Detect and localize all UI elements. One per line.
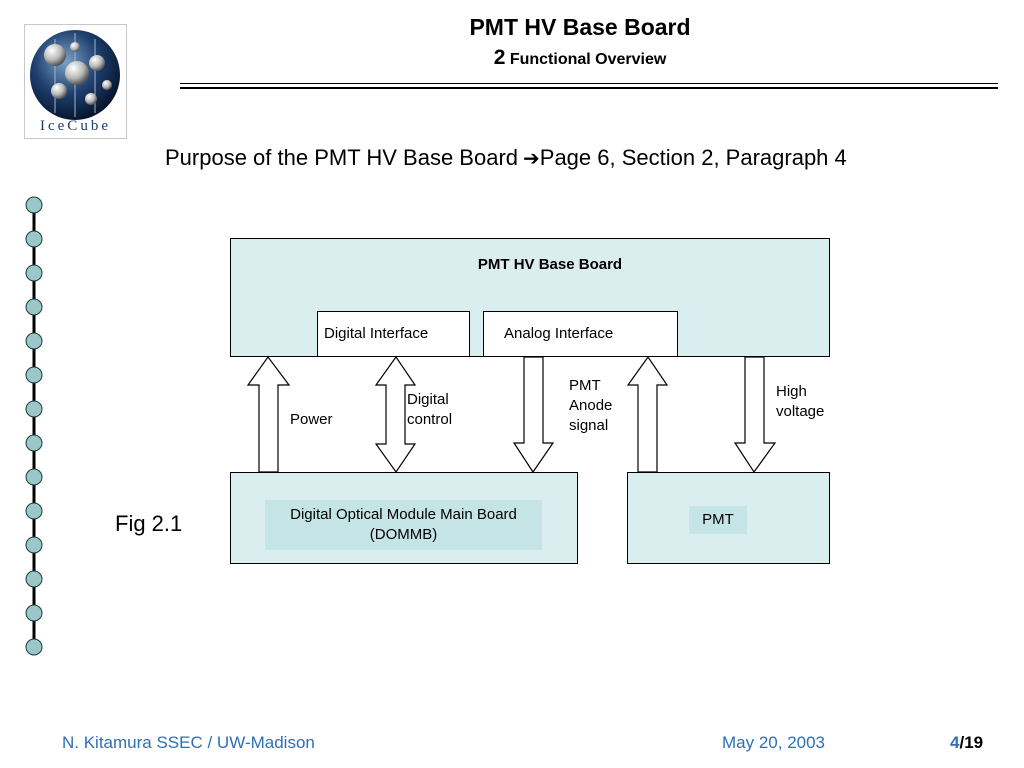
page-title: PMT HV Base Board xyxy=(469,14,691,40)
pmt-anode-signal-line3: signal xyxy=(569,417,609,434)
bead-icon xyxy=(25,468,43,486)
bead-icon xyxy=(25,536,43,554)
high-voltage-line1: High xyxy=(776,383,807,400)
high-voltage-arrow-icon xyxy=(733,356,777,474)
bead-icon xyxy=(25,604,43,622)
dommb-line1: Digital Optical Module Main Board xyxy=(290,506,517,523)
purpose-line: Purpose of the PMT HV Base Board➔Page 6,… xyxy=(165,145,847,171)
header-rule-thick xyxy=(180,87,998,89)
bead-icon xyxy=(25,638,43,656)
pmt-anode-signal-line1: PMT xyxy=(569,377,601,394)
footer-page-number: 4/19 xyxy=(950,733,983,753)
figure-label: Fig 2.1 xyxy=(115,511,183,536)
footer-author: N. Kitamura SSEC / UW-Madison xyxy=(62,733,315,752)
pmt-box: PMT xyxy=(627,472,830,564)
bead-icon xyxy=(25,366,43,384)
logo-text: IceCube xyxy=(40,118,111,134)
icecube-logo: IceCube xyxy=(24,24,127,139)
section-title: Functional Overview xyxy=(509,51,667,68)
icecube-globe-icon xyxy=(30,30,120,120)
high-voltage-label: High voltage xyxy=(776,382,824,422)
dommb-box: Digital Optical Module Main Board (DOMMB… xyxy=(230,472,578,564)
dommb-label: Digital Optical Module Main Board (DOMMB… xyxy=(265,500,542,550)
footer-page-total: /19 xyxy=(959,733,984,752)
base-board-title: PMT HV Base Board xyxy=(477,256,623,273)
digital-interface-box: Digital Interface xyxy=(317,311,470,357)
bead-string-decoration xyxy=(25,196,43,656)
bead-icon xyxy=(25,264,43,282)
dommb-line2: (DOMMB) xyxy=(369,526,438,543)
digital-control-line2: control xyxy=(407,411,453,428)
pmt-label: PMT xyxy=(689,506,747,534)
digital-control-arrow-icon xyxy=(374,355,417,474)
power-label: Power xyxy=(290,411,333,428)
bead-icons xyxy=(25,196,43,656)
analog-up-arrow-icon xyxy=(626,355,669,473)
bead-icon xyxy=(25,400,43,418)
footer-date: May 20, 2003 xyxy=(722,733,826,752)
digital-control-label: Digital control xyxy=(407,390,452,430)
purpose-reference: Page 6, Section 2, Paragraph 4 xyxy=(539,145,847,170)
bead-icon xyxy=(25,434,43,452)
bead-icon xyxy=(25,502,43,520)
bead-icon xyxy=(25,230,43,248)
pmt-anode-signal-line2: Anode xyxy=(569,397,613,414)
footer-page-current: 4 xyxy=(950,733,960,752)
pmt-anode-signal-label: PMT Anode signal xyxy=(569,376,612,436)
purpose-text: Purpose of the PMT HV Base Board xyxy=(165,145,518,170)
section-heading: 2 Functional Overview xyxy=(380,46,780,70)
right-arrow-icon: ➔ xyxy=(523,148,540,170)
power-arrow-icon xyxy=(246,355,291,473)
bead-icon xyxy=(25,332,43,350)
analog-interface-box: Analog Interface xyxy=(483,311,678,357)
bead-icon xyxy=(25,196,43,214)
anode-signal-arrow-icon xyxy=(512,356,555,474)
bead-icon xyxy=(25,298,43,316)
high-voltage-line2: voltage xyxy=(776,403,825,420)
section-number: 2 xyxy=(493,46,506,69)
header-rule-thin xyxy=(180,83,998,84)
digital-control-line1: Digital xyxy=(407,391,449,408)
bead-icon xyxy=(25,570,43,588)
